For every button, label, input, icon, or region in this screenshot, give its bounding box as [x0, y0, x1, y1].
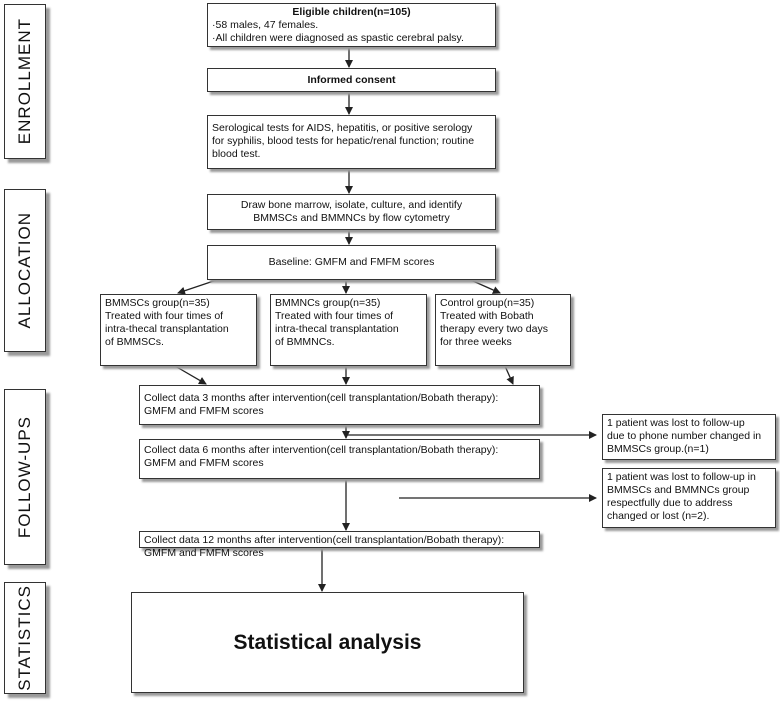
control-group-box: Control group(n=35) Treated with Bobath …	[435, 294, 571, 366]
informed-consent-label: Informed consent	[307, 74, 396, 86]
eligible-children-box: Eligible children(n=105) ·58 males, 47 f…	[207, 3, 496, 47]
serology-tests-box: Serological tests for AIDS, hepatitis, o…	[207, 115, 496, 169]
phase-followups: FOLLOW-UPS	[4, 389, 46, 565]
baseline-box: Baseline: GMFM and FMFM scores	[207, 245, 496, 280]
control-line-2: Treated with Bobath	[440, 310, 534, 322]
followup-3m-box: Collect data 3 months after intervention…	[139, 385, 540, 425]
bmmnc-title: BMMNCs group(n=35)	[275, 297, 381, 309]
statistical-analysis-box: Statistical analysis	[131, 592, 524, 693]
phase-statistics: STATISTICS	[4, 582, 46, 694]
phase-statistics-label: STATISTICS	[15, 585, 34, 691]
phase-enrollment: ENROLLMENT	[4, 4, 46, 159]
loss-second-line-2: BMMSCs and BMMNCs group	[607, 484, 750, 496]
control-line-3: therapy every two days	[440, 323, 548, 335]
phase-followups-label: FOLLOW-UPS	[15, 415, 34, 539]
eligible-gender-line: ·58 males, 47 females.	[212, 19, 319, 31]
baseline-label: Baseline: GMFM and FMFM scores	[268, 256, 435, 268]
bmmnc-line-3: intra-thecal transplantation	[275, 323, 399, 335]
phase-allocation-label: ALLOCATION	[15, 212, 34, 329]
followup-12m-line-2: GMFM and FMFM scores	[144, 547, 264, 559]
bmmsc-line-4: of BMMSCs.	[105, 336, 164, 348]
loss-second-line-1: 1 patient was lost to follow-up in	[607, 471, 756, 483]
arrow-control-to-3m	[504, 365, 514, 385]
bmmnc-group-box: BMMNCs group(n=35) Treated with four tim…	[270, 294, 427, 366]
followup-6m-line-1: Collect data 6 months after intervention…	[144, 444, 499, 456]
eligible-title: Eligible children(n=105)	[292, 6, 411, 18]
control-line-4: for three weeks	[440, 336, 512, 348]
informed-consent-box: Informed consent	[207, 68, 496, 92]
control-title: Control group(n=35)	[440, 297, 535, 309]
loss-first-line-3: BMMSCs group.(n=1)	[607, 443, 709, 455]
loss-first-line-2: due to phone number changed in	[607, 430, 762, 442]
followup-6m-box: Collect data 6 months after intervention…	[139, 439, 540, 479]
followup-3m-line-1: Collect data 3 months after intervention…	[144, 392, 499, 404]
followup-12m-box: Collect data 12 months after interventio…	[139, 531, 540, 559]
bmmsc-line-2: Treated with four times of	[105, 310, 224, 322]
bmmsc-group-box: BMMSCs group(n=35) Treated with four tim…	[100, 294, 257, 366]
loss-first-line-1: 1 patient was lost to follow-up	[607, 417, 745, 429]
loss-followup-second-box: 1 patient was lost to follow-up in BMMSC…	[602, 468, 776, 528]
bmmnc-line-4: of BMMNCs.	[275, 336, 335, 348]
phase-allocation: ALLOCATION	[4, 189, 46, 352]
marrow-line-1: Draw bone marrow, isolate, culture, and …	[240, 199, 463, 211]
eligible-diagnosis-line: ·All children were diagnosed as spastic …	[212, 32, 464, 44]
followup-6m-line-2: GMFM and FMFM scores	[144, 457, 264, 469]
loss-second-line-3: respectfully due to address	[607, 497, 733, 509]
serology-line-2: for syphilis, blood tests for hepatic/re…	[212, 135, 475, 147]
bone-marrow-box: Draw bone marrow, isolate, culture, and …	[207, 194, 496, 230]
statistical-analysis-label: Statistical analysis	[233, 631, 422, 654]
serology-line-3: blood test.	[212, 148, 261, 160]
followup-12m-line-1: Collect data 12 months after interventio…	[144, 534, 505, 546]
bmmsc-line-3: intra-thecal transplantation	[105, 323, 229, 335]
marrow-line-2: BMMSCs and BMMNCs by flow cytometry	[253, 212, 450, 224]
followup-3m-line-2: GMFM and FMFM scores	[144, 405, 264, 417]
loss-second-line-4: changed or lost (n=2).	[607, 510, 710, 522]
arrow-bmmsc-to-3m	[174, 365, 207, 385]
loss-followup-first-box: 1 patient was lost to follow-up due to p…	[602, 414, 776, 460]
bmmnc-line-2: Treated with four times of	[275, 310, 394, 322]
serology-line-1: Serological tests for AIDS, hepatitis, o…	[212, 122, 473, 134]
phase-enrollment-label: ENROLLMENT	[15, 18, 34, 145]
bmmsc-title: BMMSCs group(n=35)	[105, 297, 210, 309]
